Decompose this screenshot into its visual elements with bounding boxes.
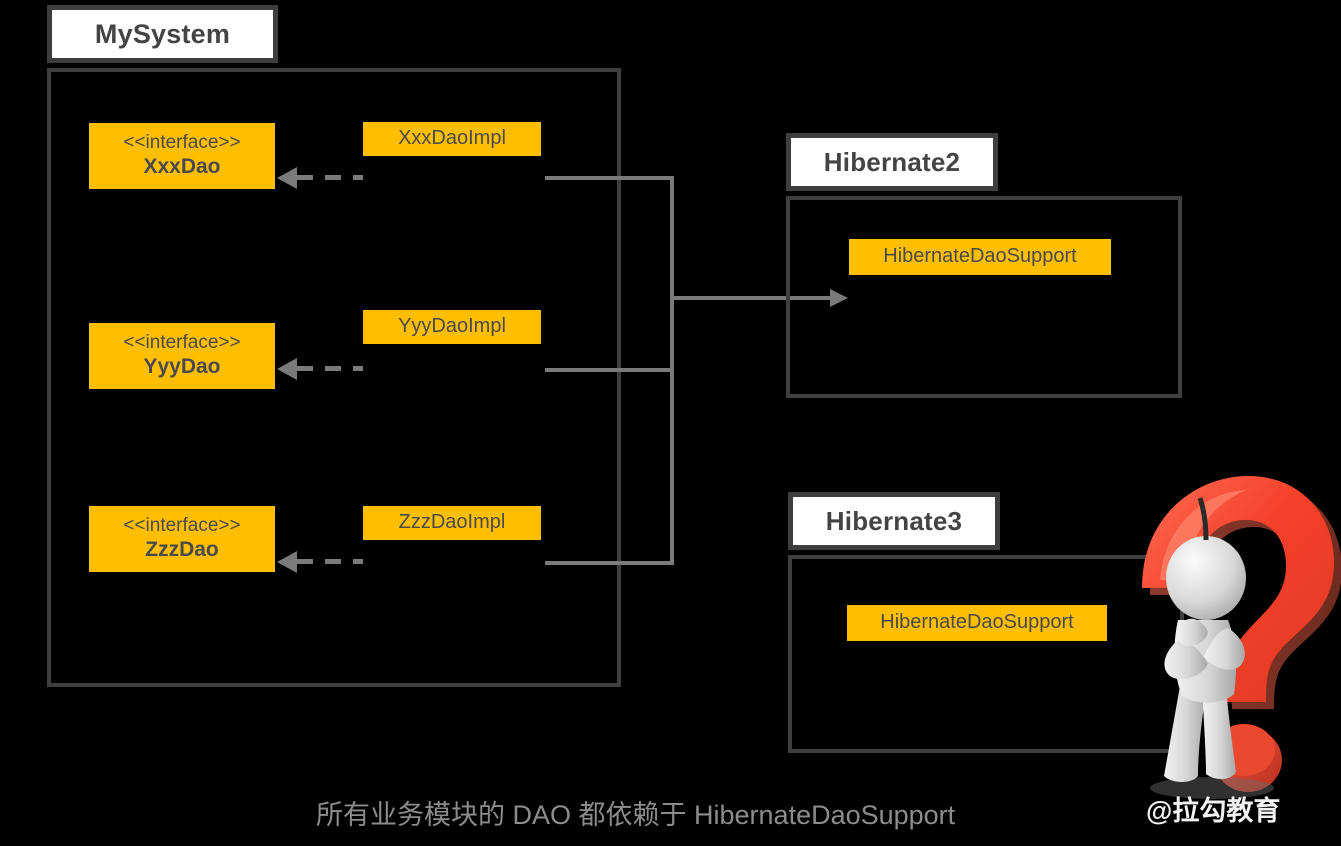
- mascot-head: [1166, 536, 1246, 620]
- package-name-hibernate2: Hibernate2: [823, 146, 961, 177]
- mascot-head-stem: [1197, 497, 1209, 541]
- mascot-leg-back: [1164, 686, 1206, 782]
- class-box-yyydaoimpl[interactable]: YyyDaoImpl: [363, 310, 541, 344]
- mascot-arm-lower: [1164, 639, 1208, 680]
- realization-arrowhead-zzz: [277, 551, 297, 573]
- diagram-caption: 所有业务模块的 DAO 都依赖于 HibernateDaoSupport: [316, 800, 956, 830]
- dependency-line-to-hibernate2: [670, 296, 832, 300]
- class-box-hibernatedaosupport-h2[interactable]: HibernateDaoSupport: [849, 239, 1111, 275]
- question-mark-mascot: [1120, 470, 1341, 800]
- class-box-zzzdao[interactable]: <<interface>> ZzzDao: [89, 506, 275, 572]
- realization-arrowhead-yyy: [277, 358, 297, 380]
- dependency-line-zzz-horizontal: [545, 561, 674, 565]
- class-name-label: HibernateDaoSupport: [880, 611, 1074, 634]
- mascot-leg-front: [1202, 686, 1236, 780]
- class-box-xxxdaoimpl[interactable]: XxxDaoImpl: [363, 122, 541, 156]
- realization-line-zzz: [297, 559, 363, 564]
- class-name-label: ZzzDaoImpl: [398, 511, 506, 534]
- package-tab-hibernate2: Hibernate2: [786, 133, 998, 191]
- realization-line-xxx: [297, 175, 363, 180]
- package-name-mysystem: MySystem: [94, 18, 231, 49]
- mascot-illustration: [1142, 476, 1341, 799]
- class-name-label: YyyDaoImpl: [398, 315, 506, 338]
- class-box-zzzdaoimpl[interactable]: ZzzDaoImpl: [363, 506, 541, 540]
- package-tab-mysystem: MySystem: [47, 5, 278, 63]
- class-box-yyydao[interactable]: <<interface>> YyyDao: [89, 323, 275, 389]
- package-name-hibernate3: Hibernate3: [825, 505, 963, 536]
- package-body-hibernate2: [786, 196, 1182, 398]
- class-name-label: XxxDao: [143, 154, 221, 178]
- stereotype-label: <<interface>>: [123, 332, 241, 354]
- mascot-arm-upper: [1204, 628, 1245, 670]
- watermark-label: @拉勾教育: [1146, 796, 1281, 826]
- dependency-line-yyy-horizontal: [545, 368, 674, 372]
- dependency-arrowhead-hibernate2: [830, 289, 848, 307]
- class-name-label: XxxDaoImpl: [398, 127, 506, 150]
- class-box-hibernatedaosupport-h3[interactable]: HibernateDaoSupport: [847, 605, 1107, 641]
- mascot-hand: [1177, 618, 1208, 647]
- mascot-ground-shadow: [1150, 777, 1274, 799]
- stereotype-label: <<interface>>: [123, 515, 241, 537]
- class-name-label: HibernateDaoSupport: [883, 245, 1077, 268]
- realization-arrowhead-xxx: [277, 167, 297, 189]
- dependency-line-xxx-horizontal: [545, 176, 674, 180]
- package-tab-hibernate3: Hibernate3: [788, 492, 1000, 550]
- class-name-label: ZzzDao: [145, 537, 219, 561]
- dependency-bus-vertical: [670, 176, 674, 565]
- stereotype-label: <<interface>>: [123, 132, 241, 154]
- realization-line-yyy: [297, 366, 363, 371]
- class-name-label: YyyDao: [143, 354, 221, 378]
- class-box-xxxdao[interactable]: <<interface>> XxxDao: [89, 123, 275, 189]
- package-body-mysystem: [47, 68, 621, 687]
